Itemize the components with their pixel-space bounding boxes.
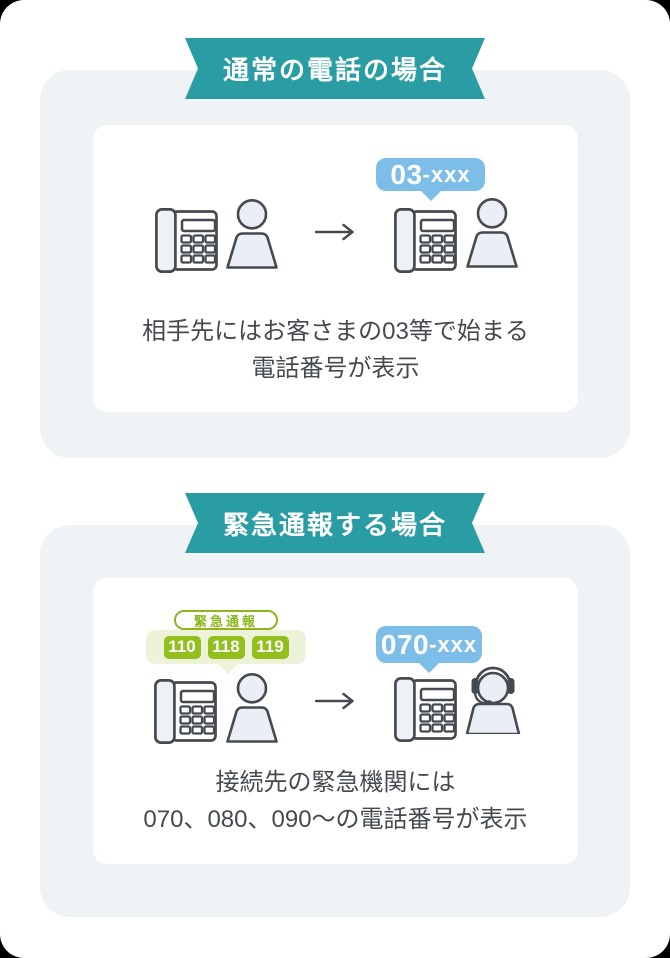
emergency-call-caption: 接続先の緊急機関には 070、080、090～の電話番号が表示 xyxy=(93,764,578,838)
caption-line-1: 接続先の緊急機関には xyxy=(215,769,456,796)
caller-id-prefix: 070 xyxy=(380,628,430,660)
emergency-tag-pill: 緊急通報 xyxy=(174,610,278,630)
caller-id-bubble: 070-xxx xyxy=(376,626,482,663)
caller-id-suffix: -xxx xyxy=(422,161,471,187)
caption-line-2: 070、080、090～の電話番号が表示 xyxy=(143,806,528,833)
normal-call-panel: 03-xxx 相手先にはお客さまの03等で始まる 電話番号が表示 xyxy=(40,70,630,458)
caption-line-2: 電話番号が表示 xyxy=(251,355,420,382)
caller-phone-icon xyxy=(155,208,218,273)
emergency-number-badge: 110 xyxy=(163,635,201,659)
emergency-call-ribbon: 緊急通報する場合 xyxy=(185,493,485,553)
operator-headset-person-icon xyxy=(465,666,521,734)
emergency-number-badge: 118 xyxy=(207,635,245,659)
ribbon-label: 通常の電話の場合 xyxy=(222,55,447,85)
caller-id-suffix: -xxx xyxy=(429,631,478,657)
normal-call-caption: 相手先にはお客さまの03等で始まる 電話番号が表示 xyxy=(93,313,578,387)
emergency-number-badge: 119 xyxy=(251,635,289,659)
normal-call-ribbon: 通常の電話の場合 xyxy=(185,38,485,99)
emergency-tag-label: 緊急通報 xyxy=(193,613,258,629)
emergency-call-card: 緊急通報 110 118 119 070-xxx 接続先の緊急機関には 070、… xyxy=(93,578,578,864)
emergency-call-panel: 緊急通報 110 118 119 070-xxx 接続先の緊急機関には 070、… xyxy=(40,525,630,917)
receiver-phone-icon xyxy=(394,208,457,273)
arrow-icon xyxy=(315,223,354,241)
arrow-icon xyxy=(315,692,354,710)
caller-person-icon xyxy=(226,673,278,743)
caller-id-bubble: 03-xxx xyxy=(376,158,485,191)
ribbon-label: 緊急通報する場合 xyxy=(222,509,447,540)
caption-line-1: 相手先にはお客さまの03等で始まる xyxy=(142,318,529,345)
receiver-phone-icon xyxy=(394,677,457,742)
receiver-person-icon xyxy=(466,198,518,268)
caller-phone-icon xyxy=(154,679,217,744)
caller-id-prefix: 03 xyxy=(390,158,423,190)
emergency-numbers-bubble: 110 118 119 xyxy=(146,630,306,674)
normal-call-card: 03-xxx 相手先にはお客さまの03等で始まる 電話番号が表示 xyxy=(93,125,578,412)
caller-person-icon xyxy=(226,199,278,269)
